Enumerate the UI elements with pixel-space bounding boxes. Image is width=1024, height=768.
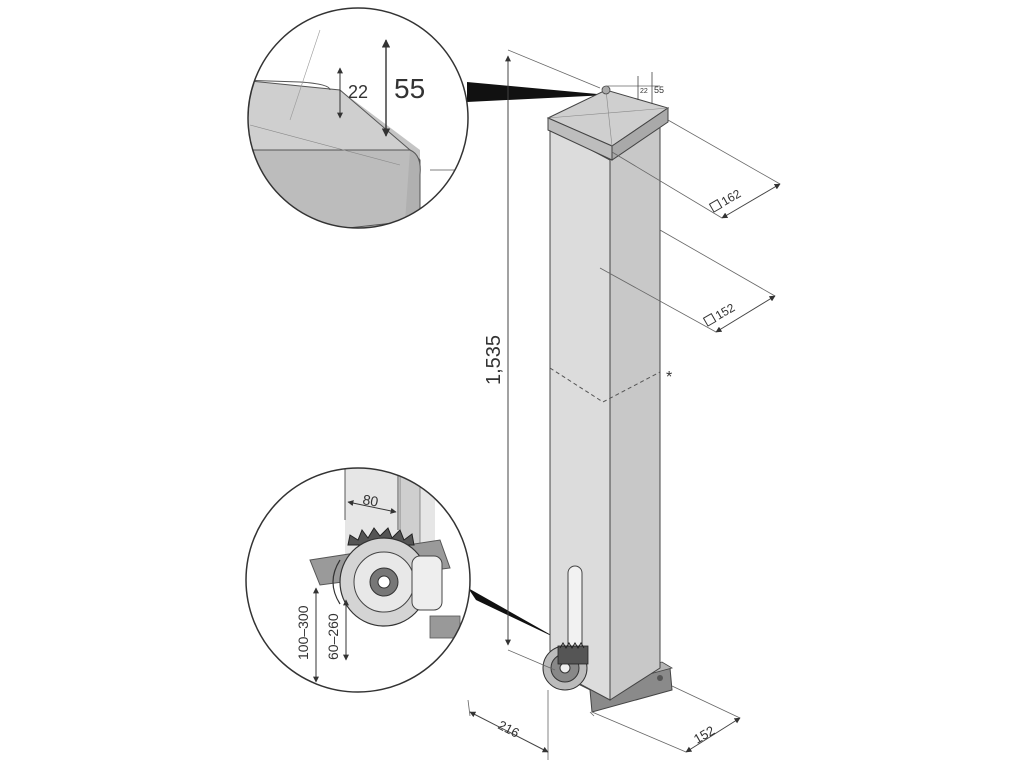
post-side-face [609,124,661,701]
top-callout-wedge [467,82,608,102]
cap-knob [601,85,611,95]
square-icon [702,313,717,327]
cap-outer-label: 55 [394,73,425,104]
cap-side [611,107,669,161]
height-label: 1,535 [483,335,505,385]
square-icon [708,199,723,213]
cap-outer-small: 55 [654,85,664,95]
post-width-label: 152 [713,300,738,322]
base-depth-dimension: 216 [467,690,595,760]
gear-offset-label: 80 [361,491,379,509]
bottom-detail-circle: 80 100–300 60–260 [245,467,471,693]
rack-range-inner-label: 60–260 [325,613,341,660]
rack-range-outer-label: 100–300 [295,605,311,660]
cap-inner-small: 22 [640,88,648,95]
gear-detail [332,527,443,627]
cap-width-label: 162 [719,186,744,208]
height-dimension: 1,535 [483,49,601,671]
post [542,85,674,713]
anchor-bolt [657,675,663,681]
top-detail-circle: 22 55 [247,7,469,229]
cut-marker: * [666,369,672,386]
base-width-label: 152 [691,723,717,747]
gear [542,642,589,691]
cut-line [549,367,661,403]
bottom-callout-wedge [468,588,560,640]
cap-inner-label: 22 [348,82,368,102]
cap-height-dimension-small: 22 55 [606,72,664,104]
